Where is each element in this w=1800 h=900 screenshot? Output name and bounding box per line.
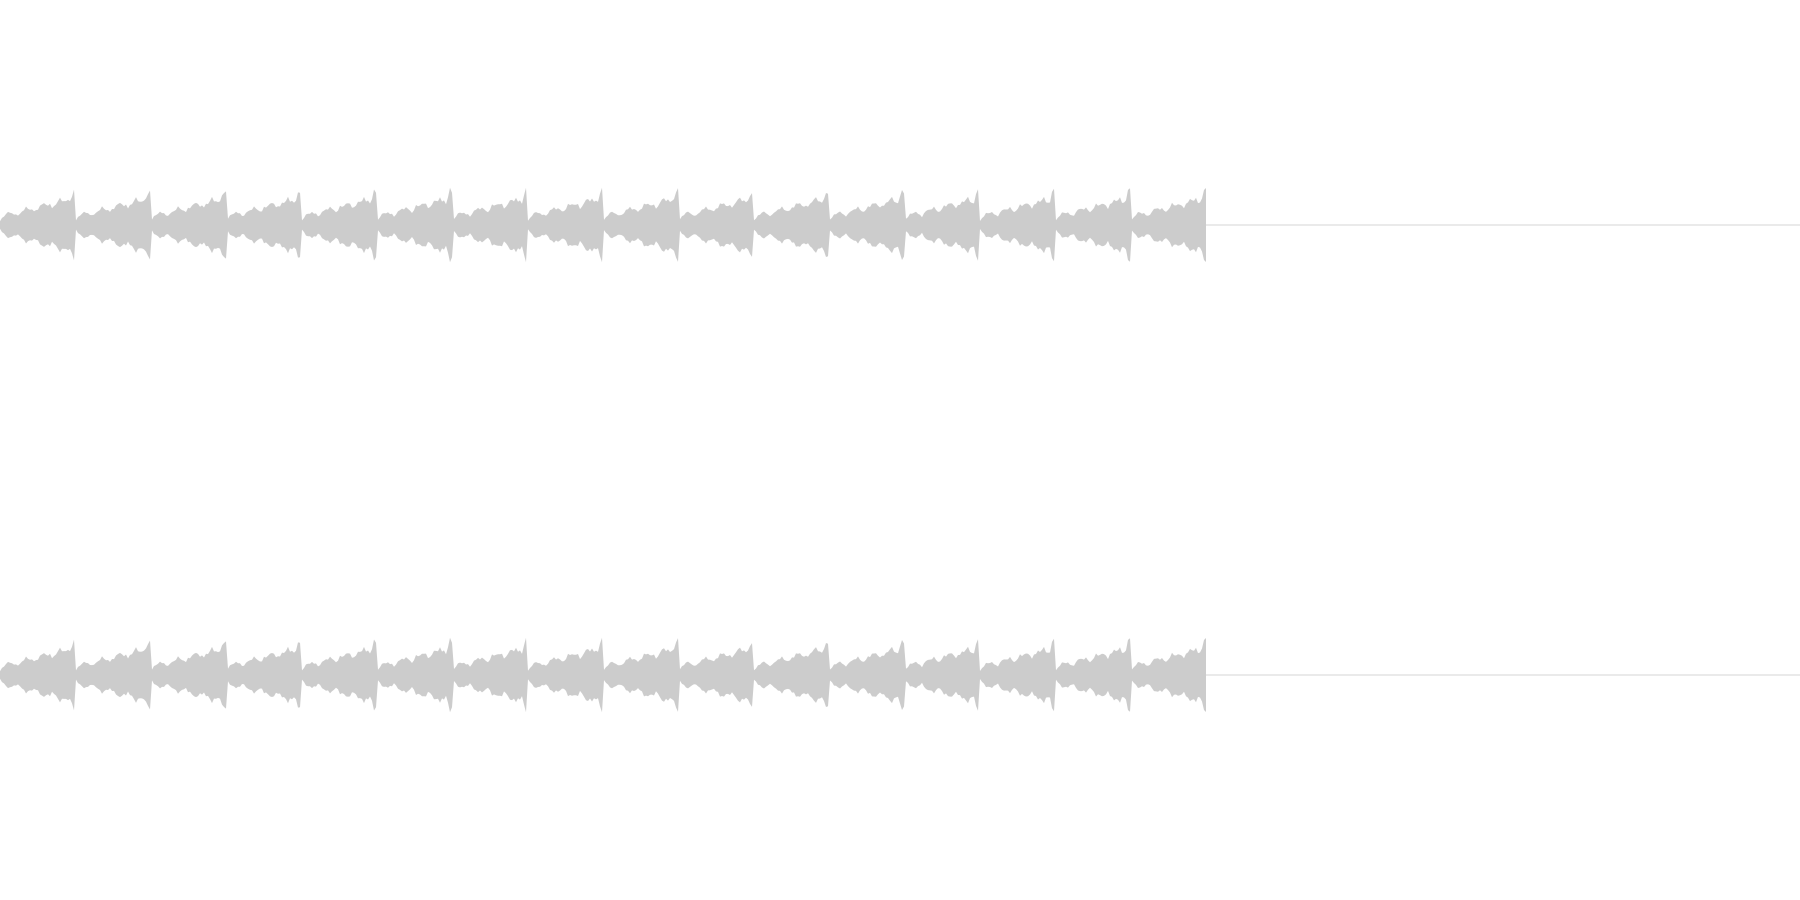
waveform-channel-left [0, 187, 1800, 263]
waveform-left [0, 187, 1206, 263]
waveform-right [0, 637, 1206, 713]
waveform-channel-right [0, 637, 1800, 713]
